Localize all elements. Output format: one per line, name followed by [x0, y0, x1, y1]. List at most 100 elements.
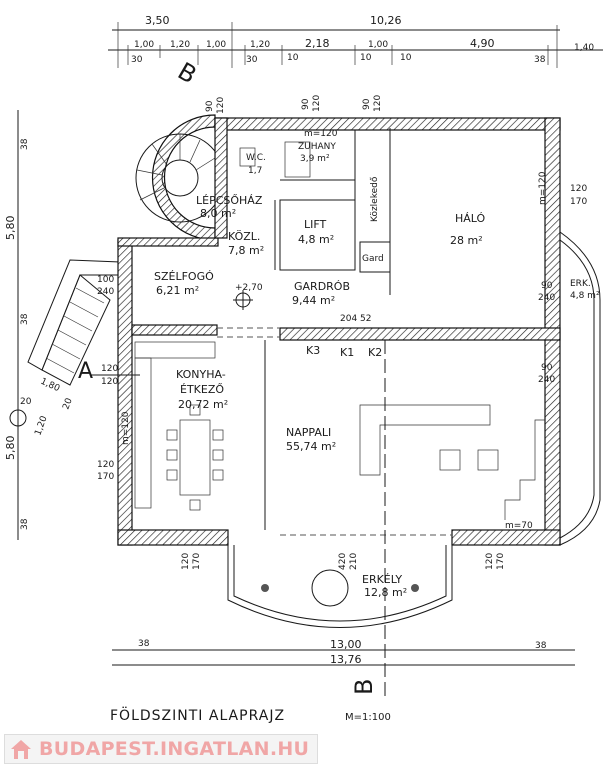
opening-label: 420: [338, 553, 348, 570]
dim-left: 5,80: [4, 436, 17, 461]
room-bedroom-name: HÁLÓ: [455, 212, 486, 225]
room-shower-name: ZUHANY: [298, 142, 336, 152]
room-stair-name: LÉPCSŐHÁZ: [196, 193, 263, 207]
room-labels: LÉPCSŐHÁZ 8,0 m² W.C. 1,7 ZUHANY 3,9 m² …: [154, 142, 600, 599]
opening-label: 240: [538, 293, 555, 303]
opening-label: 170: [496, 553, 506, 570]
opening-label: 170: [570, 197, 587, 207]
dim-segment: 1,20: [170, 40, 190, 50]
left-dimensions: 38 5,80 38 5,80 38 1,80 20 20 1,20: [4, 110, 75, 540]
dim-segment: 1,00: [134, 40, 154, 50]
opening-label: 120: [101, 364, 118, 374]
room-bedroom-area: 28 m²: [450, 234, 483, 247]
dim-small: 38: [535, 641, 547, 651]
dim-segment: 1,20: [250, 40, 270, 50]
dim-stair: 1,80: [39, 377, 62, 395]
dim-segment: 1,00: [206, 40, 226, 50]
dim-segment: 1,40: [574, 43, 594, 53]
room-wc-name: W.C.: [246, 153, 266, 163]
room-living-name: NAPPALI: [286, 426, 331, 439]
opening-label: 90: [205, 100, 215, 112]
room-kitchen-name1: KONYHA-: [176, 368, 226, 381]
spiral-stair: [135, 114, 225, 241]
opening-label: 120: [181, 553, 191, 570]
opening-label: 210: [349, 553, 359, 570]
dim-segment: 2,18: [305, 37, 330, 50]
room-balcony-area: 12,8 m²: [364, 586, 407, 599]
room-wardrobe-area: 9,44 m²: [292, 294, 335, 307]
dim-small: 38: [138, 639, 150, 649]
opening-label: 90: [541, 281, 553, 291]
section-b-label-bottom: B: [350, 679, 378, 695]
dim-small: 10: [360, 53, 372, 63]
dim-left: 38: [20, 518, 30, 530]
chimney-k2: K2: [368, 346, 382, 359]
dim-segment: 4,90: [470, 37, 495, 50]
opening-label: 90: [362, 98, 372, 110]
walls: [117, 117, 561, 546]
dim-left: 38: [20, 313, 30, 325]
dim-small: 30: [246, 55, 258, 65]
opening-label: 170: [97, 472, 114, 482]
top-dimensions: 3,50 10,26 1,00 1,20 1,00 1,20 2,18 1,00…: [108, 14, 603, 68]
dim-10-26: 10,26: [370, 14, 402, 27]
dim-stair: 20: [61, 397, 74, 411]
plan-title: FÖLDSZINTI ALAPRAJZ: [110, 706, 285, 724]
section-b-label-top: B: [173, 57, 201, 89]
opening-label: 100: [97, 275, 114, 285]
opening-label: 120: [101, 377, 118, 387]
dim-left: 38: [20, 138, 30, 150]
room-corridor-name: Közlekedő: [370, 176, 380, 222]
dim-13-00: 13,00: [330, 638, 362, 651]
room-kitchen-area: 20,72 m²: [178, 398, 228, 411]
opening-labels: 90 120 90 120 90 120 100 240 120 120 120…: [97, 95, 587, 570]
room-lift-name: LIFT: [304, 218, 327, 231]
room-hall-area: 7,8 m²: [228, 244, 264, 257]
room-vestibule-name: SZÉLFOGÓ: [154, 270, 214, 283]
sill-note: m=120: [121, 411, 131, 445]
room-wardrobe-name: GARDRÓB: [294, 280, 350, 293]
dim-13-76: 13,76: [330, 653, 362, 666]
house-icon: [9, 738, 33, 760]
chimney-k3: K3: [306, 344, 320, 357]
opening-label: 240: [538, 375, 555, 385]
room-vestibule-area: 6,21 m²: [156, 284, 199, 297]
dim-stair: 1,20: [33, 415, 49, 438]
markers: +2,70 204 52 K3 K1 K2: [233, 283, 382, 359]
dim-left: 5,80: [4, 216, 17, 241]
opening-label: 120: [312, 95, 322, 112]
opening-label: 120: [485, 553, 495, 570]
level-marker: +2,70: [235, 283, 263, 293]
opening-label: 120: [373, 95, 383, 112]
room-side-balcony-name: ERK.: [570, 279, 591, 289]
dim-segment: 1,00: [368, 40, 388, 50]
room-wc-area: 1,7: [248, 166, 262, 176]
sill-note: m=120: [304, 129, 338, 139]
opening-label: 170: [192, 553, 202, 570]
bottom-dimensions: 13,00 13,76 38 38: [112, 638, 575, 666]
opening-label: 90: [301, 98, 311, 110]
room-lift-area: 4,8 m²: [298, 233, 334, 246]
opening-label: 90: [541, 363, 553, 373]
room-side-balcony-area: 4,8 m²: [570, 291, 600, 301]
sill-note: m=120: [538, 171, 548, 205]
watermark-logo: BUDAPEST.INGATLAN.HU: [4, 734, 319, 764]
sill-note: m=70: [505, 521, 533, 531]
opening-label: 120: [97, 460, 114, 470]
balconies: [227, 231, 601, 628]
plan-scale: M=1:100: [345, 712, 391, 723]
opening-label: 120: [570, 184, 587, 194]
room-gard-name: Gard: [362, 254, 384, 264]
chimney-dimension: 204 52: [340, 314, 372, 324]
room-living-area: 55,74 m²: [286, 440, 336, 453]
room-balcony-name: ERKÉLY: [362, 573, 402, 586]
section-a-label: A: [78, 359, 93, 384]
dim-3-50: 3,50: [145, 14, 170, 27]
room-kitchen-name2: ÉTKEZŐ: [180, 382, 224, 396]
furniture: [134, 141, 545, 520]
dim-small: 38: [534, 55, 546, 65]
dim-small: 10: [287, 53, 299, 63]
dim-small: 10: [400, 53, 412, 63]
watermark-text: BUDAPEST.INGATLAN.HU: [39, 738, 310, 760]
